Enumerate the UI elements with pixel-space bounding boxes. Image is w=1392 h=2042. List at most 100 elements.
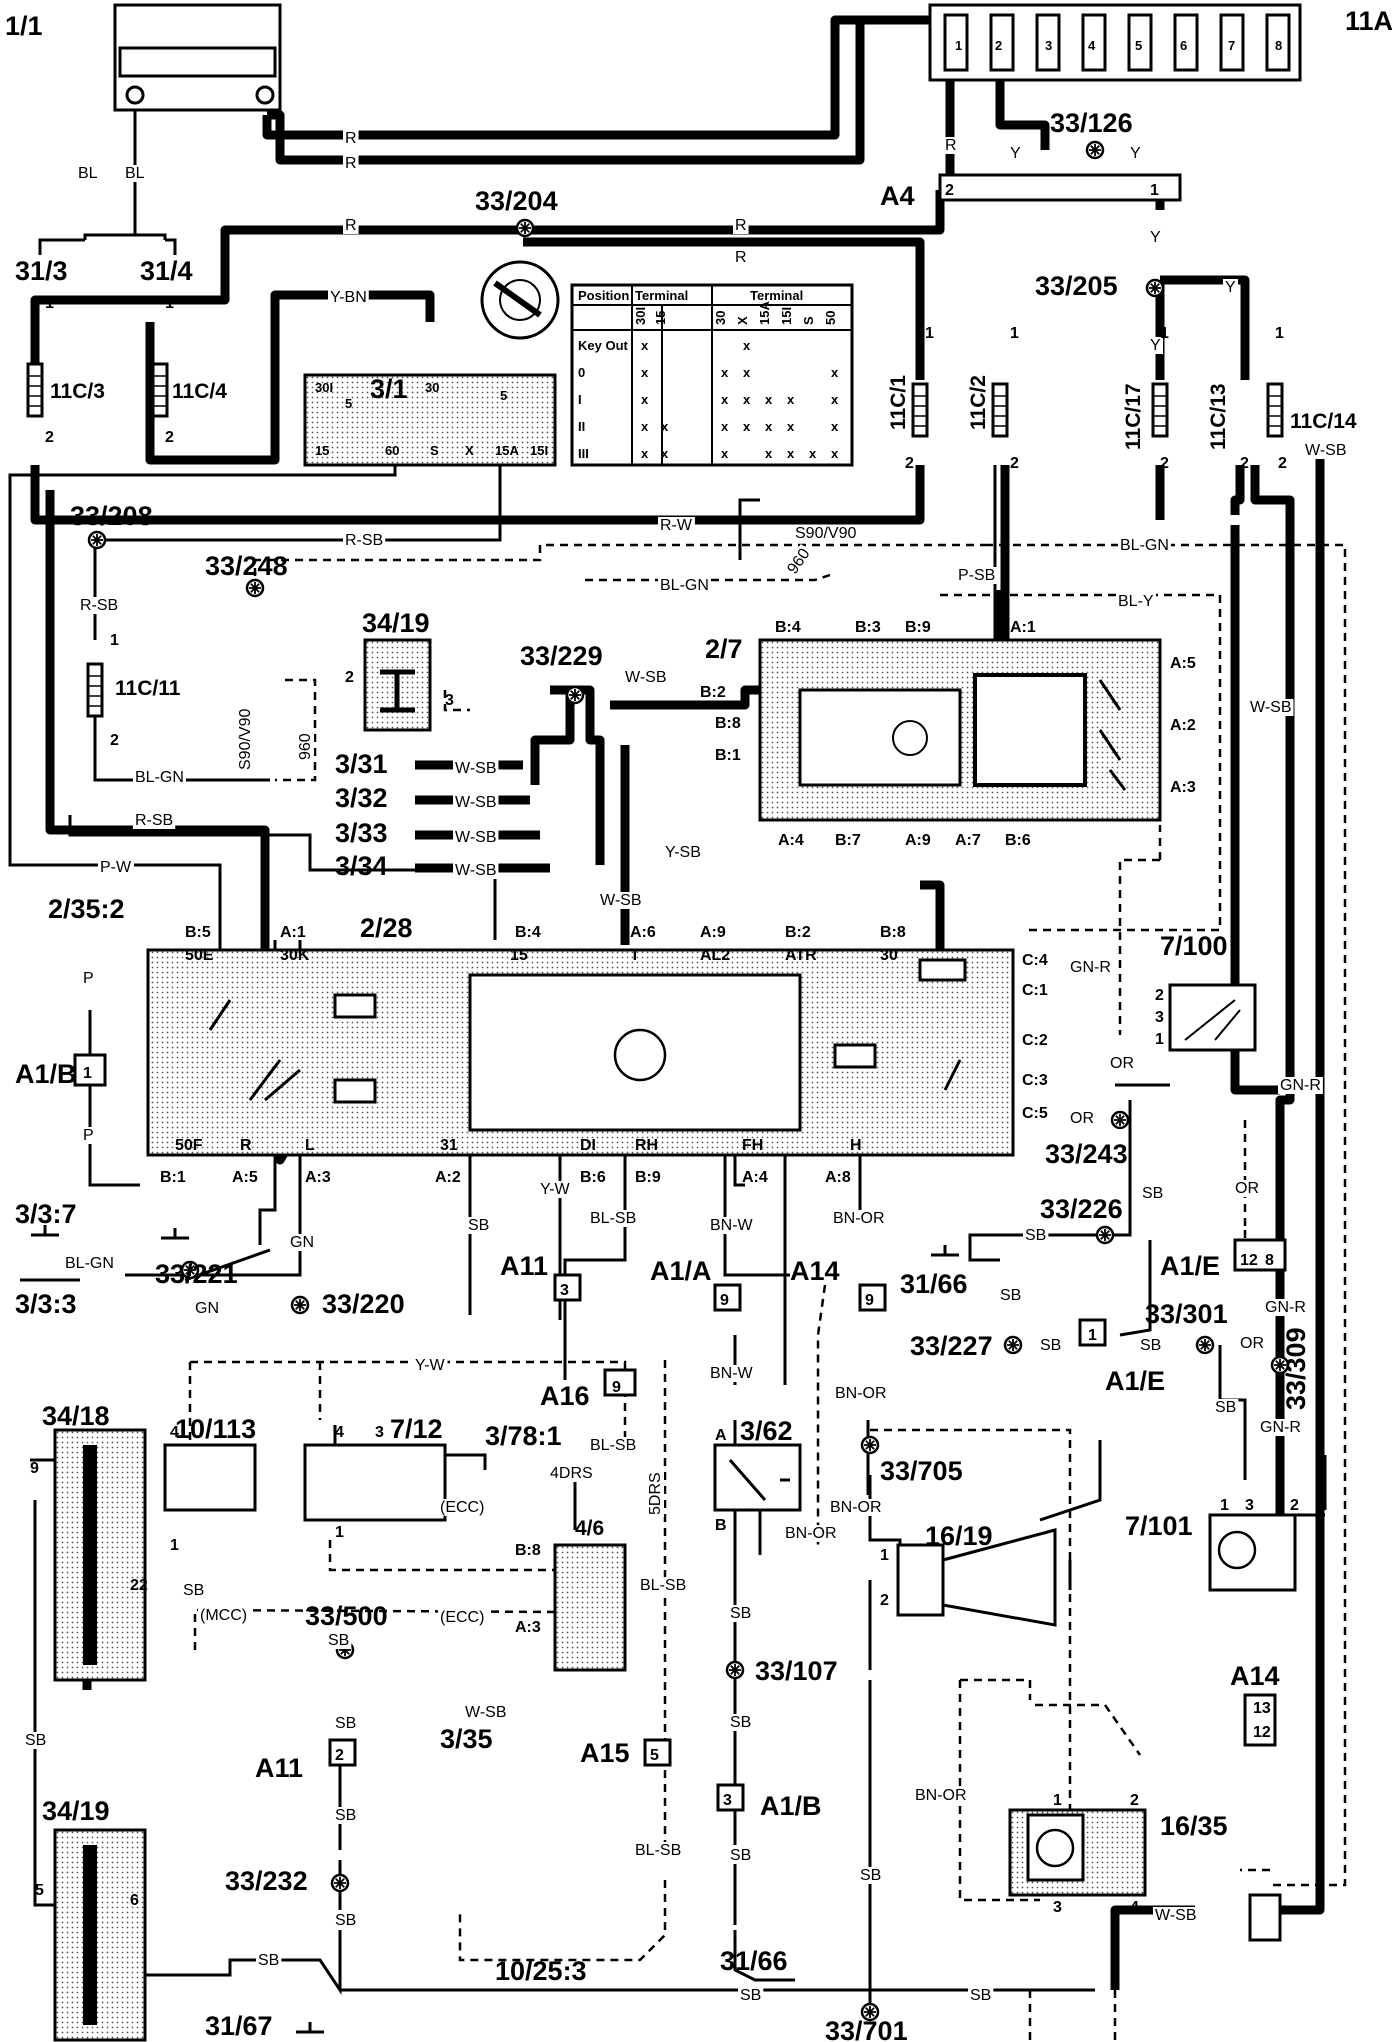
wire-label-sb: SB — [730, 1714, 751, 1731]
table-cell: x — [721, 446, 729, 461]
wire-label-wsb: W-SB — [455, 794, 496, 811]
pin-label-b5: B:5 — [185, 924, 211, 941]
wire-label-r: R — [345, 217, 357, 234]
wire-label-r: R — [345, 130, 357, 147]
wire-label-sb: SB — [860, 1867, 881, 1884]
component-label-33-232: 33/232 — [225, 1866, 308, 1896]
pin-label-p2: 2 — [1290, 1497, 1299, 1514]
table-cell: x — [743, 338, 751, 353]
pin-label-p2: 2 — [1278, 455, 1287, 472]
pin-label-p2: 2 — [110, 732, 119, 749]
wire-label-bly: BL-Y — [1118, 593, 1154, 610]
fuse — [1127, 13, 1153, 72]
wire-label-bnor: BN-OR — [833, 1210, 885, 1227]
table-cell: x — [765, 446, 773, 461]
component-label-3-62: 3/62 — [740, 1416, 793, 1446]
table-cell: x — [661, 446, 669, 461]
wire-label-y: Y — [1010, 145, 1021, 162]
table-cell: x — [787, 392, 795, 407]
wire-label-ecc: (ECC) — [440, 1499, 484, 1516]
pin-label-p1: 1 — [880, 1547, 889, 1564]
table-col: 30 — [713, 311, 728, 325]
pin-label-tr: R — [240, 1137, 252, 1154]
pin-label-p4: 4 — [1088, 38, 1096, 53]
pin-label-p9: 9 — [865, 1292, 874, 1309]
pin-label-p2: 2 — [45, 429, 54, 446]
pin-label-p2: 2 — [345, 669, 354, 686]
pin-label-b9: B:9 — [905, 619, 931, 636]
table-row-label: III — [578, 446, 589, 461]
component-label-2-28: 2/28 — [360, 913, 413, 943]
pin-label-p4: 4 — [170, 1424, 179, 1441]
component-label-11c-1: 11C/1 — [887, 375, 910, 430]
radio-34-19b — [53, 1828, 147, 2042]
component-label-33-107: 33/107 — [755, 1656, 838, 1686]
component-label-33-208: 33/208 — [70, 501, 153, 531]
wire-label-drs4: 4DRS — [550, 1465, 593, 1482]
component-label-31-66b: 31/66 — [720, 1946, 788, 1976]
pin-label-b7: B:7 — [835, 832, 861, 849]
component-label-31-4: 31/4 — [140, 256, 193, 286]
pin-label-t30k: 30K — [280, 947, 310, 964]
pin-label-p1: 1 — [955, 38, 962, 53]
table-row-label: II — [578, 419, 585, 434]
pin-label-b8b: B:8 — [515, 1542, 541, 1559]
component-label-3-3-7: 3/3:7 — [15, 1199, 77, 1229]
pin-label-p22: 22 — [130, 1577, 148, 1594]
pin-label-p1: 1 — [335, 1524, 344, 1541]
pin-label-p2: 2 — [1240, 455, 1249, 472]
wire-label-sb: SB — [1025, 1227, 1046, 1244]
pin-label-tfh: FH — [742, 1137, 763, 1154]
fuse — [989, 13, 1015, 72]
siren-16-35 — [1008, 1808, 1147, 1897]
component-label-11c-3: 11C/3 — [50, 380, 105, 403]
fuse — [1081, 13, 1107, 72]
pin-label-p2: 2 — [165, 429, 174, 446]
pin-label-b4: B:4 — [515, 924, 541, 941]
component-label-7-12: 7/12 — [390, 1414, 443, 1444]
wire-label-s90v90: S90/V90 — [795, 525, 856, 542]
pin-label-p9: 9 — [30, 1460, 39, 1477]
wire-label-bnor: BN-OR — [830, 1499, 882, 1516]
table-cell: x — [641, 446, 649, 461]
pin-label-p1: 1 — [925, 325, 934, 342]
wire-label-wsb: W-SB — [455, 760, 496, 777]
pin-label-p8: 8 — [1275, 38, 1282, 53]
pin-label-a5: A:5 — [1170, 655, 1196, 672]
pin-label-a2: A:2 — [1170, 717, 1196, 734]
wire-label-sb: SB — [1142, 1185, 1163, 1202]
table-cell: x — [743, 365, 751, 380]
wire-label-sb: SB — [1000, 1287, 1021, 1304]
fuse — [1219, 13, 1245, 72]
wire-label-mcc: (MCC) — [200, 1607, 247, 1624]
component-label-33-204: 33/204 — [475, 186, 558, 216]
pin-label-p3: 3 — [723, 1792, 732, 1809]
wire-label-y: Y — [1150, 337, 1161, 354]
wire-label-bl: BL — [78, 165, 98, 182]
component-label-3-34: 3/34 — [335, 851, 388, 881]
wire-label-r: R — [735, 217, 747, 234]
wire-label-5drs: 5DRS — [647, 1472, 664, 1515]
wire-label-yw: Y-W — [415, 1357, 446, 1374]
component-label-33-248: 33/248 — [205, 551, 288, 581]
table-cell: x — [831, 419, 839, 434]
fusebox-11A — [928, 3, 1302, 82]
table-cell: x — [721, 392, 729, 407]
pin-label-pa: A — [715, 1427, 727, 1444]
wire-label-sb: SB — [1040, 1337, 1061, 1354]
wire-label-bnor: BN-OR — [835, 1385, 887, 1402]
wire-label-blsb: BL-SB — [590, 1437, 636, 1454]
fuse — [943, 13, 969, 72]
pin-label-s60: 60 — [385, 443, 399, 458]
pin-label-p1: 1 — [1240, 325, 1249, 342]
component-label-34-19b: 34/19 — [42, 1796, 110, 1826]
component-label-33-500: 33/500 — [305, 1601, 388, 1631]
pin-label-p1: 1 — [110, 632, 119, 649]
wire-label-wsb: W-SB — [465, 1704, 506, 1721]
pin-label-b3: B:3 — [855, 619, 881, 636]
component-label-11c-13: 11C/13 — [1207, 383, 1230, 450]
component-label-11c-14: 11C/14 — [1290, 410, 1357, 433]
wire-label-blsb: BL-SB — [590, 1210, 636, 1227]
wire-label-blsb: BL-SB — [635, 1842, 681, 1859]
